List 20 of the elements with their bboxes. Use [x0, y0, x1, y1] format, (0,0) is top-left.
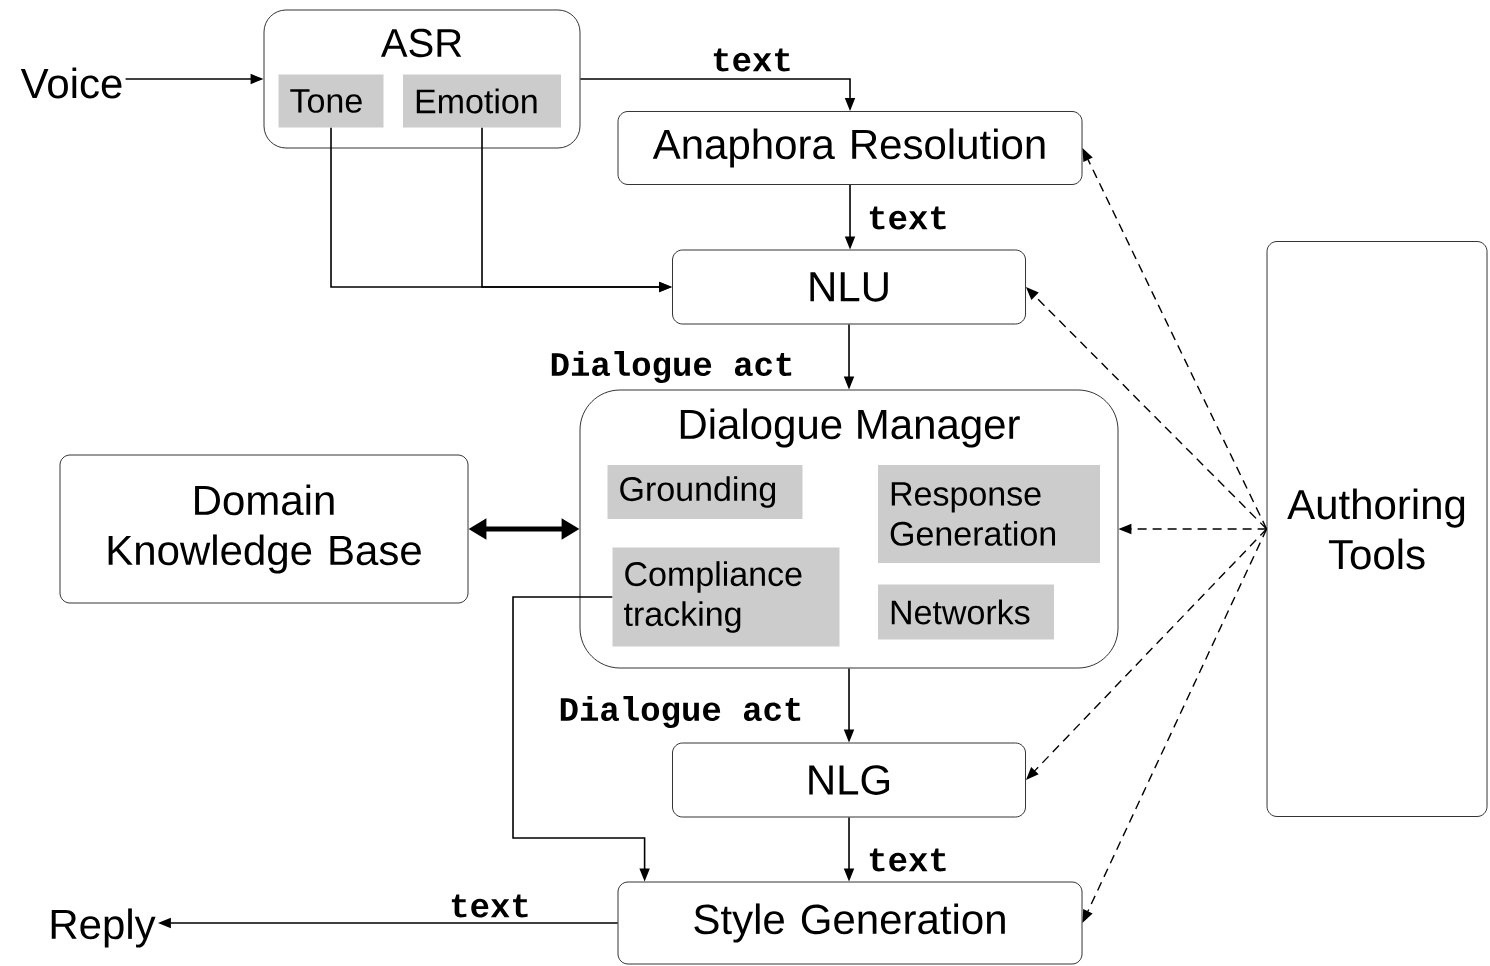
edge-label: Dialogue act [548, 350, 796, 384]
component-box: Response Generation [878, 465, 1100, 563]
component-box: Tone [278, 74, 384, 128]
process-box: Domain Knowledge Base [59, 454, 469, 604]
edge-label: Dialogue act [557, 695, 805, 729]
edge-label: text [448, 893, 532, 919]
component-box: Networks [878, 584, 1054, 640]
process-box: Style Generation [617, 881, 1083, 965]
component-box: Emotion [403, 74, 561, 128]
process-box: Authoring Tools [1266, 241, 1488, 817]
text-label: Voice [20, 67, 122, 99]
edge-label: text [710, 47, 794, 73]
process-box: Anaphora Resolution [617, 111, 1083, 185]
edge-label: text [866, 847, 950, 873]
process-box: NLU [672, 249, 1026, 325]
text-label: Reply [51, 908, 156, 948]
component-box: Compliance tracking [612, 547, 840, 647]
component-box: Grounding [607, 465, 803, 519]
edge-label: text [866, 205, 950, 231]
process-box: NLG [672, 742, 1026, 818]
